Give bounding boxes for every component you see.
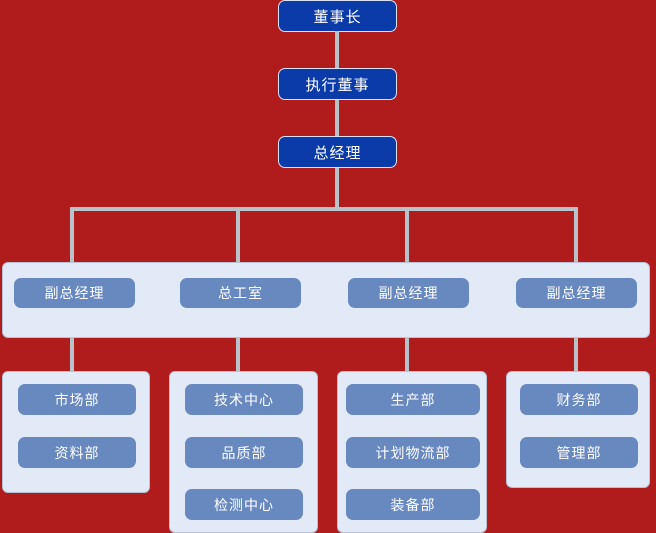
department-node-production[interactable]: 生产部 [346,384,480,415]
manager-node-3-label: 副总经理 [378,285,439,301]
exec-node-general-manager[interactable]: 总经理 [278,136,397,168]
department-panel-1: 市场部 资料部 [2,371,150,493]
department-node-quality[interactable]: 品质部 [185,437,303,468]
department-node-administration[interactable]: 管理部 [520,437,638,468]
manager-panel: 副总经理 总工室 副总经理 副总经理 [2,262,650,338]
department-panel-3: 生产部 计划物流部 装备部 [337,371,487,533]
manager-node-2-label: 总工室 [218,285,263,301]
connector-bus-to-manager-4 [574,207,578,263]
department-node-documentation[interactable]: 资料部 [18,437,136,468]
department-node-inspection-center-label: 检测中心 [214,496,274,513]
department-node-finance[interactable]: 财务部 [520,384,638,415]
connector-bus-to-manager-2 [236,207,240,263]
manager-node-1-label: 副总经理 [44,285,105,301]
department-node-tech-center-label: 技术中心 [214,391,274,408]
connector-bus-to-manager-3 [405,207,409,263]
department-node-tech-center[interactable]: 技术中心 [185,384,303,415]
connector-manager-1-to-departments [70,337,74,373]
manager-node-4-label: 副总经理 [546,285,607,301]
exec-node-executive-director-label: 执行董事 [305,76,370,94]
department-panel-2: 技术中心 品质部 检测中心 [169,371,318,533]
connector-manager-4-to-departments [574,337,578,373]
manager-node-2[interactable]: 总工室 [180,278,301,308]
connector-chairman-to-executive-director [335,31,339,68]
exec-node-chairman-label: 董事长 [313,8,362,26]
manager-node-4[interactable]: 副总经理 [516,278,637,308]
manager-node-1[interactable]: 副总经理 [14,278,135,308]
manager-node-3[interactable]: 副总经理 [348,278,469,308]
connector-manager-3-to-departments [405,337,409,373]
department-node-marketing-label: 市场部 [54,391,100,408]
connector-executive-director-to-general-manager [335,100,339,136]
department-node-equipment[interactable]: 装备部 [346,489,480,520]
department-node-equipment-label: 装备部 [390,496,436,513]
exec-node-general-manager-label: 总经理 [313,144,362,162]
department-node-administration-label: 管理部 [556,444,602,461]
department-node-documentation-label: 资料部 [54,444,100,461]
department-node-production-label: 生产部 [390,391,436,408]
department-node-inspection-center[interactable]: 检测中心 [185,489,303,520]
exec-node-chairman[interactable]: 董事长 [278,0,397,32]
connector-bus-to-manager-1 [70,207,74,263]
department-node-marketing[interactable]: 市场部 [18,384,136,415]
department-node-quality-label: 品质部 [221,444,267,461]
connector-manager-bus [70,207,578,211]
exec-node-executive-director[interactable]: 执行董事 [278,68,397,100]
department-node-planning-logistics-label: 计划物流部 [375,444,451,461]
department-node-planning-logistics[interactable]: 计划物流部 [346,437,480,468]
department-node-finance-label: 财务部 [556,391,602,408]
connector-general-manager-drop [335,168,339,211]
department-panel-4: 财务部 管理部 [506,371,650,488]
connector-manager-2-to-departments [236,337,240,373]
